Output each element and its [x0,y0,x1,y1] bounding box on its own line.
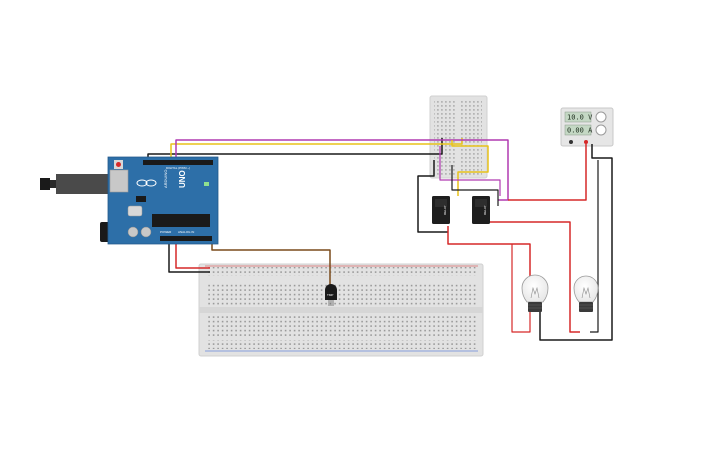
digital-label: DIGITAL (PWM ~) [166,166,190,170]
lamp-1[interactable] [521,274,549,312]
usb-port [109,169,129,193]
wire-black-relay2[interactable] [451,165,499,206]
usb-plug-icon [40,178,50,190]
sensor-label: TMP [327,293,333,297]
temperature-sensor[interactable]: TMP [325,284,337,306]
main-breadboard[interactable] [198,263,484,357]
wire-red-lamp2[interactable] [485,216,580,333]
reset-button[interactable] [116,162,121,167]
wire-brown-sensor[interactable] [211,240,331,287]
arduino-model: UNO [178,170,187,188]
current-knob[interactable] [595,124,607,136]
wire-black-relay1[interactable] [417,160,448,233]
relay-1[interactable]: RELAY [432,196,450,224]
wire-black-gnd2[interactable] [168,240,210,273]
voltage-readout: 10.0 V [567,114,593,122]
mini-breadboard[interactable] [429,95,488,179]
wire-red-5v[interactable] [175,240,210,269]
negative-terminal[interactable] [569,140,573,144]
wires [147,138,613,341]
relay-2[interactable]: RELAY [472,196,490,224]
wire-black-lamp2[interactable] [590,160,599,333]
wire-magenta-relay[interactable] [439,146,501,196]
current-display [564,124,592,136]
voltage-knob[interactable] [595,111,607,123]
relay-2-label: RELAY [483,205,487,215]
digital-header[interactable] [143,160,213,165]
voltage-display [564,111,592,123]
wire-red-lamp1-return[interactable] [511,244,531,333]
wire-yellow-signal[interactable] [170,138,463,162]
wire-red-psu[interactable] [508,144,587,201]
power-led [204,182,209,186]
positive-terminal[interactable] [584,140,588,144]
current-readout: 0.00 A [567,127,593,135]
lamp-2[interactable] [573,275,599,312]
wire-magenta-signal[interactable] [175,139,509,201]
relay-1-label: RELAY [443,205,447,215]
power-analog-header[interactable] [160,236,212,241]
arduino-brand: ARDUINO [163,170,168,188]
analog-label: ANALOG IN [178,230,194,234]
power-label: POWER [160,230,172,234]
arduino-uno[interactable]: ARDUINO UNO DIGITAL (PWM ~) ANALOG IN PO… [40,156,219,245]
wire-red-lamp1[interactable] [447,226,531,292]
dc-power-supply[interactable]: 10.0 V 0.00 A [560,107,614,147]
wire-yellow-relay[interactable] [451,140,489,196]
wire-black-psu[interactable] [539,144,613,341]
usb-cable [56,174,114,194]
atmega-chip [152,214,210,227]
